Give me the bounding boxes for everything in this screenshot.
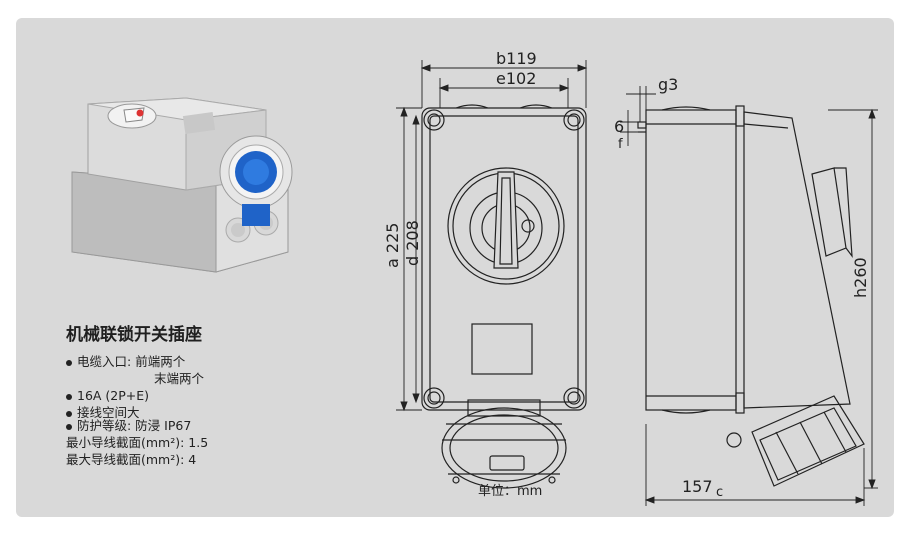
dimension-drawing: b119 e102 g3 6 f a 225 d 208 h260 157 c [383, 49, 878, 506]
spec-protection: 防护等级: 防浸 IP67 [66, 417, 326, 434]
spec-inlet-end: 末端两个 [154, 371, 205, 386]
spec-wiring: 接线空间大 [66, 404, 326, 421]
dim-six: 6 [614, 117, 624, 136]
product-photo [71, 97, 293, 273]
dim-d: d 208 [403, 220, 422, 266]
side-view [637, 105, 865, 487]
spec-inlet-front: 前端两个 [135, 354, 186, 369]
spec-rating: 16A (2P+E) [66, 387, 326, 404]
spec-inlet-label: 电缆入口: [77, 354, 132, 369]
product-title: 机械联锁开关插座 [66, 325, 202, 345]
dim-e: e102 [496, 69, 536, 88]
product-card: 机械联锁开关插座 电缆入口: 前端两个 末端两个 16A (2P+E) 接线空间… [16, 18, 894, 517]
unit-label: 单位：mm [478, 484, 543, 499]
dim-b: b119 [496, 49, 537, 68]
dim-h: h260 [851, 257, 870, 298]
spec-inlet: 电缆入口: 前端两个 [66, 353, 326, 370]
spec-max-section: 最大导线截面(mm²): 4 [66, 452, 197, 467]
dim-c: 157 [682, 477, 713, 496]
spec-list: 电缆入口: 前端两个 末端两个 16A (2P+E) 接线空间大 防护等级: 防… [66, 353, 326, 468]
front-view [421, 104, 587, 489]
dim-f: f [618, 137, 623, 152]
dim-c-letter: c [716, 485, 723, 500]
dim-g: g3 [658, 75, 678, 94]
spec-min-section: 最小导线截面(mm²): 1.5 [66, 435, 209, 450]
front-dimensions [396, 60, 588, 412]
spec-block: 机械联锁开关插座 电缆入口: 前端两个 末端两个 16A (2P+E) 接线空间… [66, 320, 326, 468]
side-dimensions [620, 86, 878, 506]
dim-a: a 225 [383, 223, 402, 268]
